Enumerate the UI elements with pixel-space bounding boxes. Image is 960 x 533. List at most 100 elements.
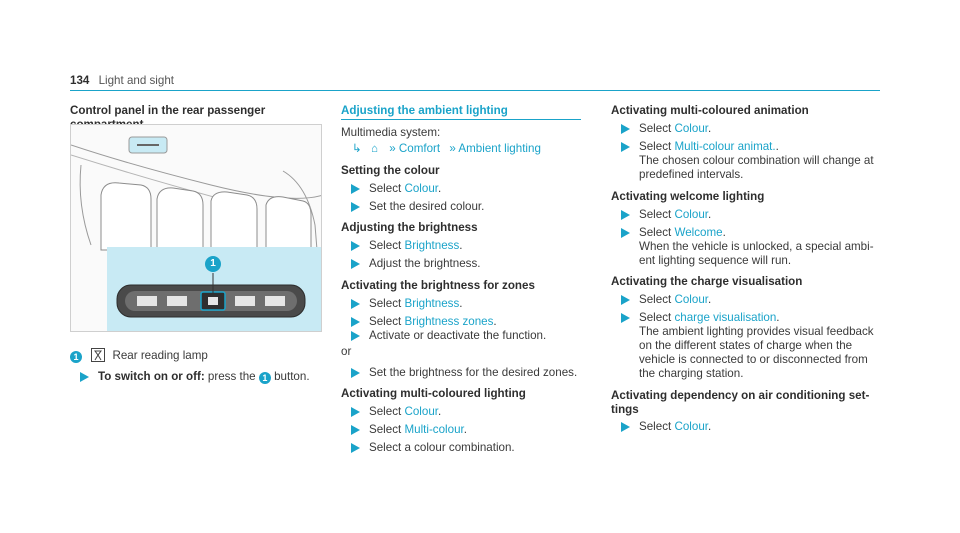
welcome-step-1: Select Colour.	[611, 208, 711, 222]
brightness-link[interactable]: Brightness	[404, 239, 460, 252]
step-text: Select	[369, 405, 402, 418]
step-text: Select	[369, 182, 402, 195]
ambient-lighting-heading: Adjusting the ambient lighting	[341, 104, 508, 117]
colour-link[interactable]: Colour	[674, 122, 708, 135]
step-description: on the different states of charge when t…	[639, 339, 853, 352]
step-text: Select	[639, 122, 672, 135]
step-text: Select	[369, 239, 402, 252]
step-arrow-icon	[351, 184, 360, 194]
multimedia-intro: Multimedia system:	[341, 126, 441, 139]
step-text: Adjust the brightness.	[369, 257, 481, 270]
multi-colour-animat-link[interactable]: Multi-colour animat.	[674, 140, 776, 153]
step-arrow-icon	[351, 407, 360, 417]
step-arrow-icon	[621, 210, 630, 220]
charge-step-2: Select charge visualisation. The ambient…	[611, 311, 881, 381]
multi-lighting-step-1: Select Colour.	[341, 405, 441, 419]
aircon-heading: Activating dependency on air conditionin…	[611, 389, 881, 417]
or-text: or	[341, 345, 352, 358]
step-text: Select	[369, 423, 402, 436]
page-header: 134 Light and sight	[70, 74, 880, 90]
section-title: Light and sight	[98, 74, 174, 87]
step-punct: .	[459, 297, 463, 310]
step-text: Select a colour combination.	[369, 441, 515, 454]
step-text: Select	[639, 140, 672, 153]
reading-lamp-icon	[91, 348, 106, 362]
control-panel-illustration: 1	[70, 124, 322, 332]
step-description: The chosen colour combination will chang…	[639, 154, 874, 167]
ambient-heading-rule	[341, 119, 581, 120]
illustration-callout: 1	[205, 256, 221, 272]
step-punct: .	[707, 420, 712, 433]
step-text-b: button.	[274, 370, 310, 383]
step-punct: .	[776, 311, 780, 324]
multi-lighting-heading: Activating multi-coloured lighting	[341, 387, 526, 400]
step-arrow-icon	[621, 422, 630, 432]
setting-colour-step-2: Set the desired colour.	[341, 200, 484, 214]
colour-link[interactable]: Colour	[404, 182, 438, 195]
caption-number-badge: 1	[70, 351, 82, 363]
brightness-zones-link[interactable]: Brightness zones	[404, 315, 494, 328]
step-text: Select	[369, 297, 402, 310]
multi-lighting-step-2: Select Multi-colour.	[341, 423, 467, 437]
step-description: ent lighting sequence will run.	[639, 254, 792, 267]
illustration-caption: 1 Rear reading lamp	[70, 348, 330, 363]
step-description: predefined intervals.	[639, 168, 744, 181]
nav-ambient-lighting[interactable]: Ambient lighting	[458, 142, 541, 155]
step-description: vehicle is connected to or disconnected …	[639, 353, 868, 366]
step-text: Select	[369, 315, 402, 328]
welcome-link[interactable]: Welcome	[674, 226, 723, 239]
step-text: Set the brightness for the desired zones…	[369, 366, 578, 379]
step-text: Select	[639, 226, 672, 239]
step-arrow-icon	[351, 299, 360, 309]
colour-link[interactable]: Colour	[674, 293, 708, 306]
step-text: Select	[639, 293, 672, 306]
animation-step-2: Select Multi-colour animat.. The chosen …	[611, 140, 881, 182]
nav-path: ↳ ⌂ » Comfort » Ambient lighting	[352, 142, 541, 156]
zones-step-4: Set the brightness for the desired zones…	[341, 366, 577, 380]
nav-arrow-icon: ↳	[352, 142, 362, 155]
step-text: Set the desired colour.	[369, 200, 485, 213]
charge-step-1: Select Colour.	[611, 293, 711, 307]
step-punct: .	[459, 239, 463, 252]
zones-step-2: Select Brightness zones.	[341, 315, 497, 329]
caption-text: Rear reading lamp	[112, 349, 208, 362]
colour-link[interactable]: Colour	[404, 405, 438, 418]
step-punct: .	[463, 423, 467, 436]
multi-animation-heading: Activating multi-coloured animation	[611, 104, 809, 117]
step-punct: .	[493, 315, 497, 328]
step-punct: .	[437, 182, 442, 195]
brightness-step-2: Adjust the brightness.	[341, 257, 481, 271]
charge-heading: Activating the charge visualisation	[611, 275, 803, 288]
welcome-step-2: Select Welcome. When the vehicle is unlo…	[611, 226, 881, 268]
brightness-link[interactable]: Brightness	[404, 297, 460, 310]
colour-link[interactable]: Colour	[674, 208, 708, 221]
step-punct: .	[707, 208, 712, 221]
colour-link[interactable]: Colour	[674, 420, 708, 433]
nav-chevron-icon: »	[449, 142, 456, 155]
step-arrow-icon	[351, 202, 360, 212]
zones-step-3: Activate or deactivate the function.	[341, 329, 546, 343]
step-text: Select	[639, 208, 672, 221]
setting-colour-step-1: Select Colour.	[341, 182, 441, 196]
step-arrow-icon	[80, 372, 89, 382]
header-rule	[70, 90, 880, 91]
car-interior-illustration	[71, 136, 321, 331]
step-arrow-icon	[621, 124, 630, 134]
step-arrow-icon	[351, 241, 360, 251]
charge-visualisation-link[interactable]: charge visualisation	[674, 311, 777, 324]
home-icon[interactable]: ⌂	[370, 142, 378, 155]
heading-line: Activating dependency on air conditionin…	[611, 389, 870, 402]
heading-line: tings	[611, 403, 639, 416]
step-punct: .	[437, 405, 442, 418]
step-description: When the vehicle is unlocked, a special …	[639, 240, 874, 253]
brightness-step-1: Select Brightness.	[341, 239, 462, 253]
zones-step-1: Select Brightness.	[341, 297, 462, 311]
multi-colour-link[interactable]: Multi-colour	[404, 423, 464, 436]
step-punct: .	[775, 140, 779, 153]
step-text: Activate or deactivate the function.	[369, 329, 547, 342]
step-arrow-icon	[351, 443, 360, 453]
step-arrow-icon	[351, 259, 360, 269]
brightness-zones-heading: Activating the brightness for zones	[341, 279, 535, 292]
nav-comfort[interactable]: Comfort	[398, 142, 441, 155]
step-arrow-icon	[351, 425, 360, 435]
